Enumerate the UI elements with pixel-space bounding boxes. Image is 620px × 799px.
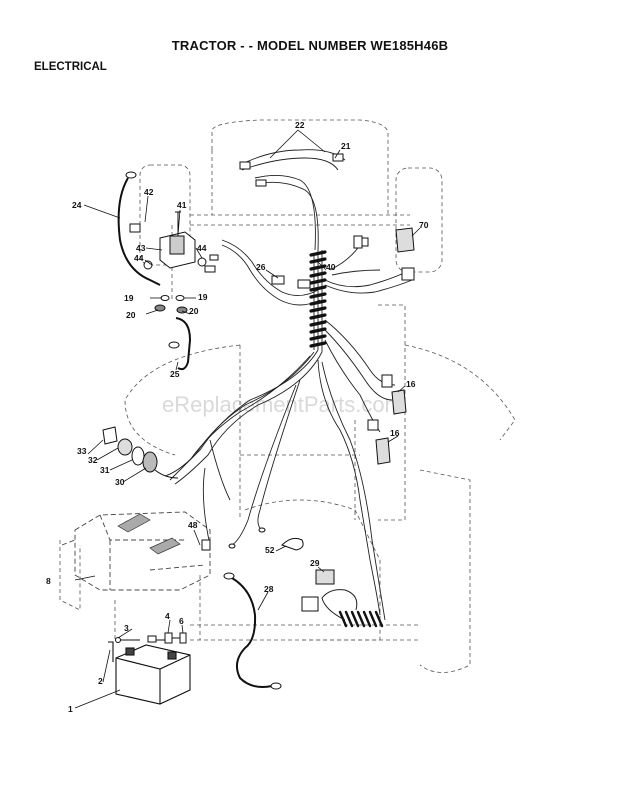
callout-20-left: 20: [126, 310, 136, 320]
callouts: 1 2 3 4 6 8 16 16 19 19 20 20 21 22 24 2…: [46, 120, 429, 714]
callout-16-upper: 16: [406, 379, 416, 389]
callout-31: 31: [100, 465, 110, 475]
callout-19-left: 19: [124, 293, 134, 303]
callout-3: 3: [124, 623, 129, 633]
callout-44-right: 44: [197, 243, 207, 253]
callout-33: 33: [77, 446, 87, 456]
hood-body: [61, 511, 211, 591]
callout-40: 40: [326, 262, 336, 272]
part-52: [281, 537, 304, 551]
callout-6: 6: [179, 616, 184, 626]
callout-42: 42: [144, 187, 154, 197]
callout-16-lower: 16: [390, 428, 400, 438]
ignition-switch: [102, 426, 179, 479]
wiring-harness: [164, 149, 413, 621]
callout-20-right: 20: [189, 306, 199, 316]
harness-spiral-wrap: [309, 250, 384, 628]
battery: [108, 641, 191, 705]
connectors: [201, 153, 415, 612]
callout-22: 22: [295, 120, 305, 130]
ground-cable: [231, 577, 273, 688]
callout-19-right: 19: [198, 292, 208, 302]
battery-cable-hardware: [115, 632, 187, 644]
callout-29: 29: [310, 558, 320, 568]
section-label: ELECTRICAL: [34, 61, 107, 73]
callout-43: 43: [136, 243, 146, 253]
callout-30: 30: [115, 477, 125, 487]
watermark: eReplacementParts.com: [162, 392, 403, 417]
callout-28: 28: [264, 584, 274, 594]
callout-4: 4: [165, 611, 170, 621]
callout-2: 2: [98, 676, 103, 686]
harness-lower-loop: [321, 589, 358, 621]
callout-26: 26: [256, 262, 266, 272]
hood-details: [117, 513, 181, 555]
diagram-title: TRACTOR - - MODEL NUMBER WE185H46B: [171, 38, 449, 53]
battery-cable: [117, 177, 192, 371]
leader-lines: [74, 129, 421, 709]
callout-70: 70: [419, 220, 429, 230]
callout-52: 52: [265, 545, 275, 555]
callout-25: 25: [170, 369, 180, 379]
callout-24: 24: [72, 200, 82, 210]
callout-8: 8: [46, 576, 51, 586]
callout-32: 32: [88, 455, 98, 465]
callout-44-left: 44: [134, 253, 144, 263]
callout-1: 1: [68, 704, 73, 714]
callout-48: 48: [188, 520, 198, 530]
callout-41: 41: [177, 200, 187, 210]
callout-21: 21: [341, 141, 351, 151]
solenoid-assembly: [129, 211, 219, 314]
